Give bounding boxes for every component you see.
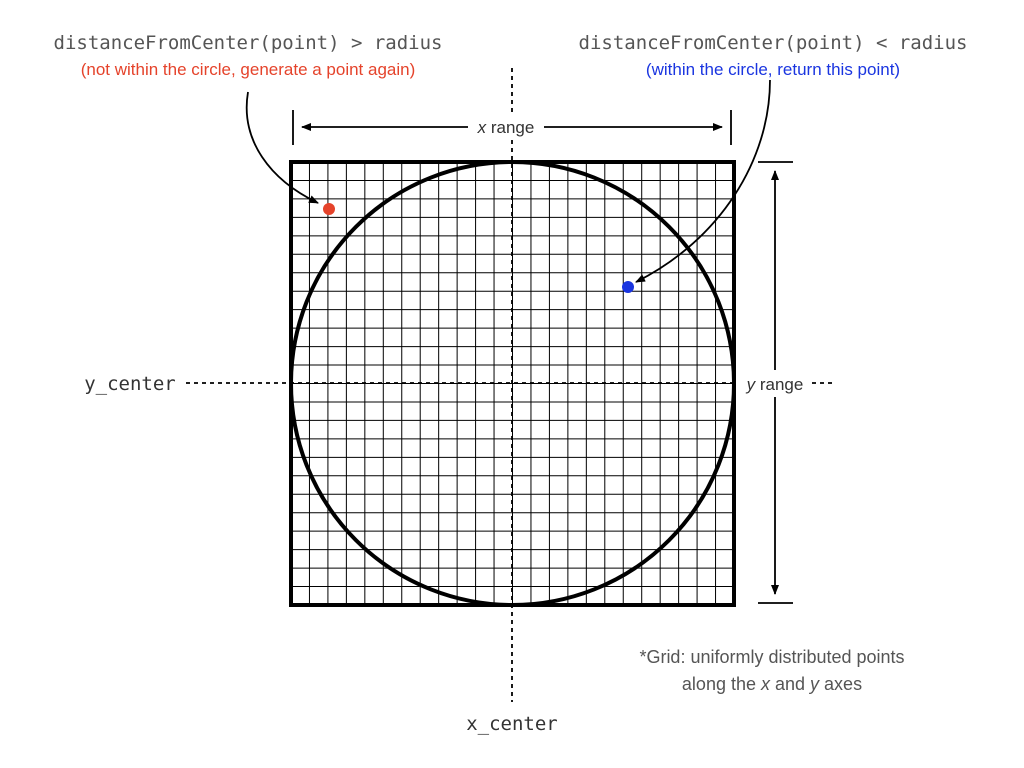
right-explanation-text: (within the circle, return this point) (646, 60, 900, 79)
left-condition-text: distanceFromCenter(point) > radius (54, 32, 443, 54)
x-range-label: x range (477, 118, 535, 137)
left-explanation-text: (not within the circle, generate a point… (81, 60, 416, 79)
x-range-variable: x (477, 118, 487, 137)
y-range-word: range (755, 375, 803, 394)
y-range-label: y range (746, 375, 804, 394)
y-range-label-backdrop (738, 371, 812, 397)
x-center-label: x_center (466, 713, 558, 735)
footnote-y: y (808, 674, 820, 694)
right-condition-text: distanceFromCenter(point) < radius (579, 32, 968, 54)
footnote-mid: and (770, 674, 810, 694)
x-range-word: range (486, 118, 534, 137)
footnote-suffix: axes (819, 674, 862, 694)
outside-sample-point (323, 203, 335, 215)
footnote-prefix: along the (682, 674, 761, 694)
footnote-line-2: along the x and y axes (682, 674, 862, 694)
y-range-variable: y (746, 375, 757, 394)
footnote-line-1: *Grid: uniformly distributed points (639, 647, 904, 667)
y-center-label: y_center (84, 373, 176, 395)
footnote-x: x (760, 674, 771, 694)
x-range-label-backdrop (468, 114, 544, 140)
inside-sample-point (622, 281, 634, 293)
inside-point-callout-arrow (635, 79, 771, 283)
outside-point-callout-arrow (245, 91, 319, 204)
